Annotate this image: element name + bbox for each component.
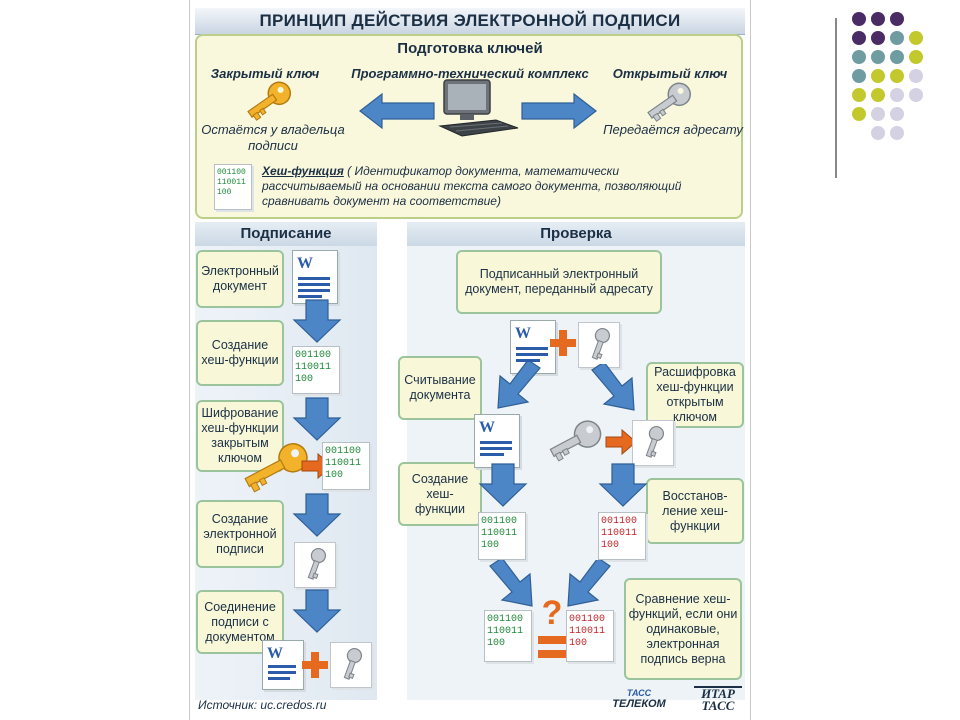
verification-heading: Проверка	[407, 222, 745, 246]
step-electronic-document: Электронный документ	[196, 250, 284, 308]
arrow-down-right-icon	[489, 560, 533, 607]
itar-tass-logo: ИТАР ТАСС	[694, 686, 742, 714]
decorative-dot	[890, 31, 904, 45]
private-key-icon	[244, 443, 308, 493]
word-document-icon: W	[292, 250, 338, 304]
svg-text:?: ?	[542, 594, 563, 632]
decorative-dot	[871, 107, 885, 121]
word-document-icon: W	[474, 414, 520, 468]
decorative-dot	[890, 126, 904, 140]
hash-document-icon: 001100 110011 100	[214, 164, 252, 210]
hash-definition: Хеш-функция ( Идентификатор документа, м…	[262, 164, 738, 209]
step-compare-hashes: Сравнение хеш-функций, если они одинаков…	[624, 578, 742, 680]
signing-heading: Подписание	[195, 222, 377, 246]
page-title: ПРИНЦИП ДЕЙСТВИЯ ЭЛЕКТРОННОЙ ПОДПИСИ	[259, 11, 681, 30]
decorative-dot	[909, 50, 923, 64]
private-key-icon	[247, 81, 292, 121]
step-read-document: Считывание документа	[398, 356, 482, 420]
decorative-dot	[890, 12, 904, 26]
signature-key-icon	[294, 542, 336, 588]
equals-question-icon: ?	[538, 594, 566, 658]
decorative-dot	[871, 126, 885, 140]
word-document-icon: W	[262, 640, 304, 690]
decorative-dot	[852, 88, 866, 102]
decorative-dot	[909, 69, 923, 83]
decorative-dot	[890, 107, 904, 121]
decorative-dot	[852, 50, 866, 64]
signature-key-icon	[330, 642, 372, 688]
arrow-down-icon	[598, 463, 648, 507]
decorative-dot-grid	[835, 18, 837, 178]
public-key-label: Открытый ключ	[612, 66, 728, 81]
decorative-dot	[852, 107, 866, 121]
decorative-dot	[852, 31, 866, 45]
key-preparation-heading: Подготовка ключей	[397, 40, 543, 57]
complex-label: Программно-технический комплекс	[351, 66, 589, 81]
signature-key-icon	[578, 322, 620, 368]
public-key-note: Передаётся адресату	[603, 122, 743, 137]
plus-icon	[302, 652, 328, 678]
arrow-down-right-icon	[591, 364, 635, 411]
tass-telecom-logo: ТАСС ТЕЛЕКОМ	[612, 688, 666, 710]
computer-icon	[438, 79, 519, 137]
decorative-dot	[871, 50, 885, 64]
plus-icon	[550, 330, 576, 356]
step-received-document: Подписанный электронный документ, переда…	[456, 250, 662, 314]
decorative-dot	[909, 31, 923, 45]
signature-key-icon	[632, 420, 674, 466]
decorative-dot	[871, 31, 885, 45]
step-encrypt-hash: Шифрование хеш-функции закрытым ключом	[196, 400, 284, 472]
source-caption: Источник: uc.credos.ru	[198, 698, 327, 712]
private-key-note: Остаётся у владельца подписи	[201, 122, 345, 153]
arrow-down-icon	[292, 299, 342, 343]
step-decrypt-hash: Расшифровка хеш-функции открытым ключом	[646, 362, 744, 428]
decorative-dot	[871, 12, 885, 26]
title-bar	[195, 8, 745, 35]
arrow-down-left-icon	[497, 362, 541, 409]
arrow-down-icon	[292, 493, 342, 537]
step-restore-hash: Восстанов-ление хеш-функции	[646, 478, 744, 544]
arrow-down-icon	[478, 463, 528, 507]
step-create-signature: Создание электронной подписи	[196, 500, 284, 568]
hash-desc-3: сравнивать документ на соответствие)	[262, 194, 501, 208]
decorative-dot	[871, 88, 885, 102]
decorative-dot	[890, 88, 904, 102]
public-key-icon	[647, 82, 692, 122]
hash-term: Хеш-функция	[262, 164, 344, 178]
decorative-dot	[852, 12, 866, 26]
public-key-icon	[549, 420, 602, 462]
orange-arrow-icon	[605, 428, 637, 456]
private-key-label: Закрытый ключ	[210, 66, 320, 81]
arrow-down-left-icon	[567, 560, 611, 607]
arrow-right-icon	[521, 92, 597, 130]
arrow-down-icon	[292, 397, 342, 441]
decorative-dot	[890, 50, 904, 64]
arrow-left-icon	[359, 92, 435, 130]
step-create-hash: Создание хеш-функции	[196, 320, 284, 386]
decorative-dot	[852, 69, 866, 83]
decorative-dot	[871, 69, 885, 83]
decorative-dot	[890, 69, 904, 83]
step-create-hash-verify: Создание хеш-функции	[398, 462, 482, 526]
hash-desc-1: ( Идентификатор документа, математически	[347, 164, 620, 178]
hash-desc-2: рассчитываемый на основании текста самог…	[262, 179, 682, 193]
arrow-down-icon	[292, 589, 342, 633]
decorative-dot	[909, 88, 923, 102]
dot-grid	[852, 12, 952, 162]
